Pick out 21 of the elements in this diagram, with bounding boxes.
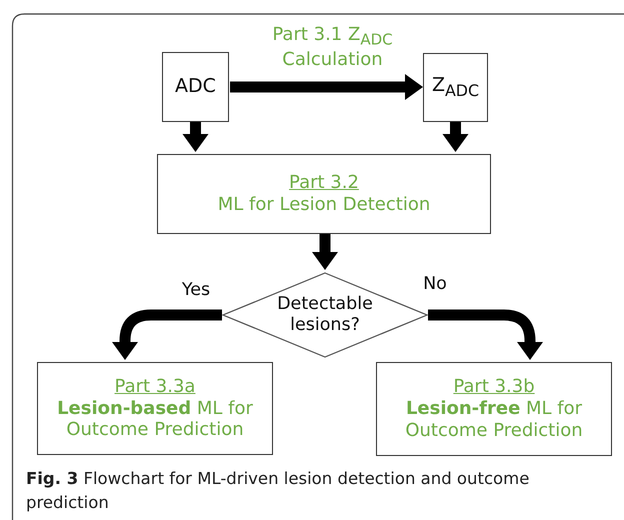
part-heading: Part 3.2 — [289, 172, 359, 194]
process-box — [423, 53, 488, 122]
arrow — [112, 310, 222, 360]
node-label: Detectable lesions? — [276, 294, 374, 336]
step-description: ML for Lesion Detection — [218, 194, 430, 216]
step-description: Lesion-based ML for Outcome Prediction — [56, 398, 254, 442]
process-box — [376, 362, 612, 456]
node-label: ADC — [175, 75, 216, 99]
process-box — [157, 154, 491, 234]
part-heading: Part 3.3b — [453, 376, 535, 398]
process-box — [37, 362, 273, 455]
arrow — [182, 122, 208, 152]
process-box — [162, 52, 229, 122]
arrow — [442, 122, 468, 152]
figure-caption: Fig. 3 Flowchart for ML-driven lesion detection and outcome prediction — [26, 468, 530, 514]
arrow — [312, 234, 338, 270]
arrow — [230, 74, 423, 100]
arrow — [428, 310, 543, 360]
node-label: Z$_{ADC}$ — [432, 74, 480, 101]
part-heading: Part 3.3a — [114, 376, 196, 398]
step-description: Lesion-free ML for Outcome Prediction — [404, 398, 584, 442]
